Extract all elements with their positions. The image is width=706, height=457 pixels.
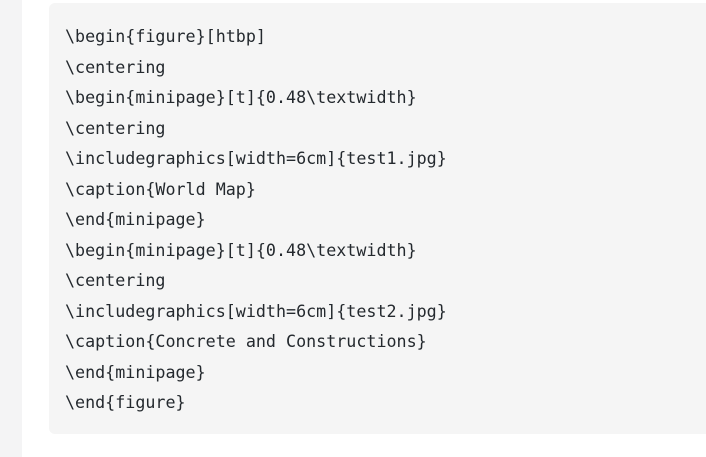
code-line: \end{minipage} — [65, 209, 206, 229]
left-margin-strip — [0, 0, 22, 457]
code-line: \centering — [65, 117, 166, 138]
code-line: \centering — [65, 270, 166, 290]
code-line: \centering — [65, 56, 166, 77]
code-line: \begin{figure}[htbp] — [65, 26, 266, 46]
code-line: \begin{minipage}[t]{0.48\textwidth} — [65, 87, 417, 107]
code-line: \includegraphics[width=6cm]{test2.jpg} — [65, 300, 447, 321]
code-line: \includegraphics[width=6cm]{test1.jpg} — [65, 148, 447, 168]
code-line: \end{minipage} — [65, 361, 206, 382]
code-line: \end{figure} — [65, 392, 186, 412]
code-line: \caption{World Map} — [65, 178, 256, 199]
code-line: \begin{minipage}[t]{0.48\textwidth} — [65, 239, 417, 260]
code-lines-container: \begin{figure}[htbp] \centering \begin{min… — [65, 21, 706, 418]
code-line: \caption{Concrete and Constructions} — [65, 331, 427, 351]
latex-code-block[interactable]: \begin{figure}[htbp] \centering \begin{min… — [49, 3, 706, 434]
